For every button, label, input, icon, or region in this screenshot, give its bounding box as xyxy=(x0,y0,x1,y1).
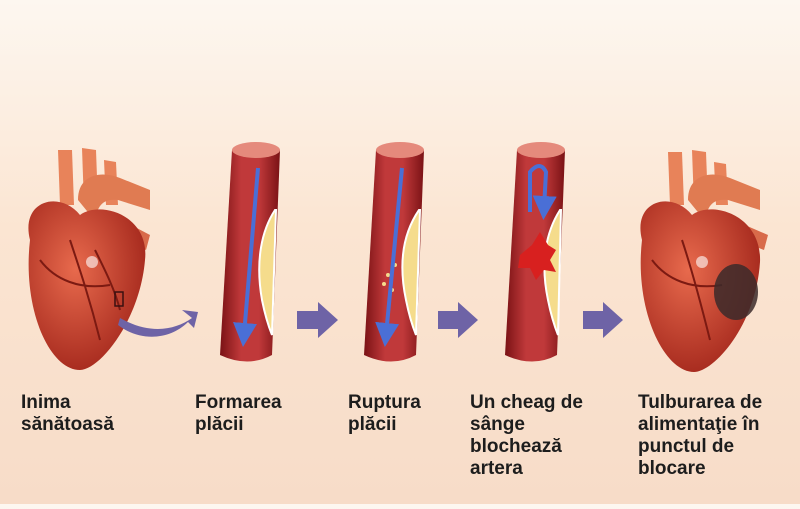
step-label-plaque-rupture: Ruptura plăcii xyxy=(348,392,421,435)
step-label-blocked-supply: Tulburarea de alimentaţie în punctul de … xyxy=(638,392,763,479)
step-arrow-2 xyxy=(297,302,338,338)
step-arrow-3 xyxy=(438,302,478,338)
step-label-blood-clot: Un cheag de sânge blochează artera xyxy=(470,392,583,479)
artery-clot-icon xyxy=(505,142,565,362)
artery-plaque-icon xyxy=(220,142,280,362)
step-arrow-1 xyxy=(118,310,198,337)
damaged-heart-icon xyxy=(640,150,768,372)
step-label-plaque-formation: Formarea plăcii xyxy=(195,392,282,435)
healthy-heart-icon xyxy=(28,148,150,370)
step-label-healthy-heart: Inima sănătoasă xyxy=(21,392,114,435)
step-arrow-4 xyxy=(583,302,623,338)
artery-rupture-icon xyxy=(364,142,424,362)
